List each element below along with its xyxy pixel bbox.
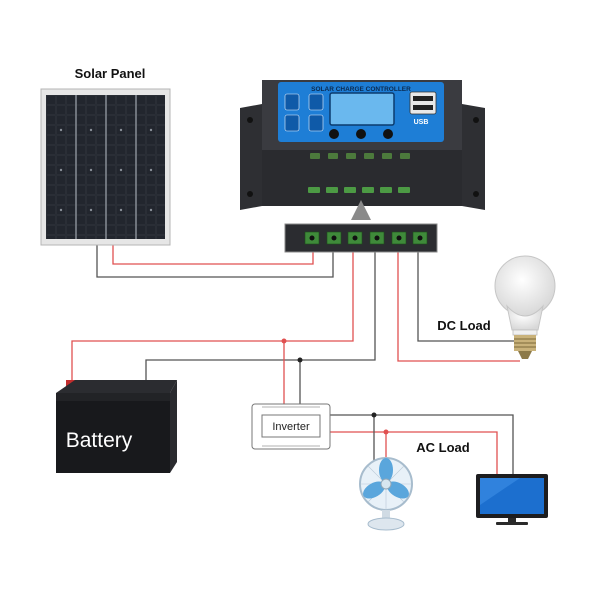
wire-junctions	[281, 338, 389, 435]
controller-terminals-bottom	[308, 187, 410, 193]
charge-controller-icon: SOLAR CHARGE CONTROLLER USB	[240, 80, 485, 220]
usb-ports	[409, 91, 437, 115]
usb-label: USB	[414, 119, 429, 126]
terminal-block-icon	[284, 223, 438, 253]
wire-ac-out-1	[330, 414, 514, 474]
solar-panel-label: Solar Panel	[75, 66, 146, 81]
ac-load-label: AC Load	[416, 440, 470, 455]
controller-title: SOLAR CHARGE CONTROLLER	[311, 86, 411, 93]
dc-load-label: DC Load	[437, 318, 491, 333]
wire-battery-positive	[71, 250, 354, 385]
monitor-icon	[476, 474, 548, 525]
wire-solar-positive	[112, 245, 314, 265]
battery-label: Battery	[66, 429, 133, 452]
controller-terminals-top	[310, 153, 410, 159]
fan-icon	[359, 457, 413, 531]
wire-dc-load-positive	[397, 250, 520, 362]
wire-ac-out-2	[330, 431, 498, 474]
wire-dc-load-negative	[417, 250, 514, 342]
controller-status-icons	[284, 93, 324, 132]
battery-icon	[56, 380, 177, 473]
light-bulb-icon	[494, 255, 556, 359]
inverter-icon	[251, 403, 331, 450]
solar-panel-icon	[40, 88, 171, 246]
controller-button-menu	[329, 129, 339, 139]
wire-solar-negative	[96, 245, 334, 278]
wiring	[71, 245, 520, 474]
inverter-label: Inverter	[272, 421, 310, 433]
wire-battery-negative	[145, 250, 376, 385]
controller-button-minus	[356, 129, 366, 139]
controller-lcd	[329, 92, 395, 126]
controller-button-plus	[383, 129, 393, 139]
